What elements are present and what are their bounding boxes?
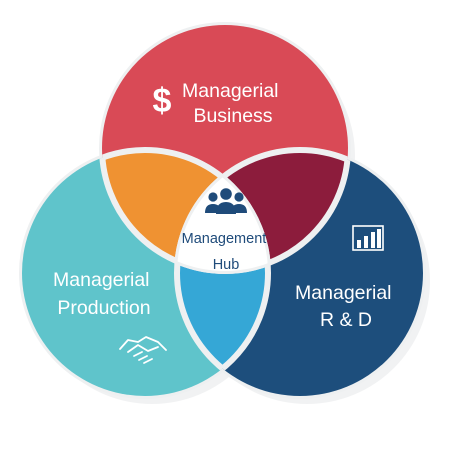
label-business-line1: Managerial	[182, 80, 278, 102]
label-managerial-rnd: Managerial R & D	[295, 282, 397, 331]
bar-chart-icon	[352, 225, 384, 251]
label-rnd-line1: Managerial	[295, 282, 391, 304]
label-managerial-production: Managerial Production	[53, 269, 155, 319]
hub-line2: Hub	[213, 257, 240, 273]
label-rnd-line2: R & D	[320, 309, 372, 331]
label-production-line1: Managerial	[53, 269, 149, 291]
label-production-line2: Production	[57, 297, 150, 319]
label-managerial-business: Managerial Business	[182, 80, 284, 127]
handshake-icon	[119, 336, 167, 364]
people-group-icon	[205, 188, 247, 214]
label-management-hub: Management Hub	[182, 231, 271, 273]
hub-line1: Management	[182, 231, 267, 247]
dollar-sign-icon: $	[153, 82, 172, 120]
label-business-line2: Business	[193, 105, 272, 127]
